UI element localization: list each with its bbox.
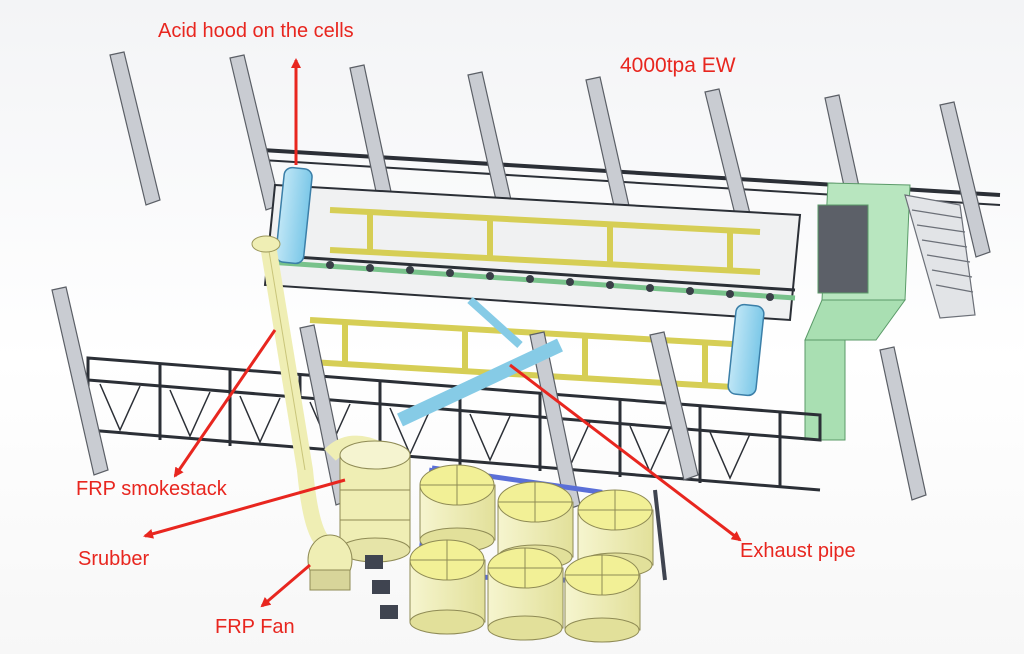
scrubber-tower [339, 440, 411, 563]
drawing-title: 4000tpa EW [620, 54, 736, 77]
label-exhaust-pipe: Exhaust pipe [740, 540, 856, 562]
label-frp-fan: FRP Fan [215, 616, 295, 638]
acid-hood-right [727, 303, 765, 397]
label-acid-hood: Acid hood on the cells [158, 20, 354, 42]
exhaust-pipe [397, 297, 563, 427]
label-scrubber: Srubber [78, 548, 150, 570]
frp-fan [307, 534, 353, 591]
arrow-scrubber [143, 478, 346, 539]
front-columns [51, 286, 927, 511]
stairs [904, 194, 976, 319]
tank-lid-spokes [410, 465, 652, 595]
acid-hood-left [275, 166, 313, 265]
arrow-fan [260, 563, 311, 608]
lower-truss-diagonals [99, 383, 751, 480]
arrow-smokestack [173, 329, 277, 478]
pump-group [365, 555, 398, 619]
annotation-arrows [143, 58, 742, 608]
right-drain-pipe [653, 489, 667, 581]
upper-deck [263, 183, 802, 322]
label-frp-smokestack: FRP smokestack [76, 478, 227, 500]
rear-columns [109, 51, 991, 258]
cell-busbar-row [326, 261, 774, 301]
control-panel-block [804, 182, 911, 441]
yellow-beams-upper [329, 207, 761, 275]
arrow-exhaust [509, 363, 742, 542]
storage-tanks [409, 464, 654, 643]
